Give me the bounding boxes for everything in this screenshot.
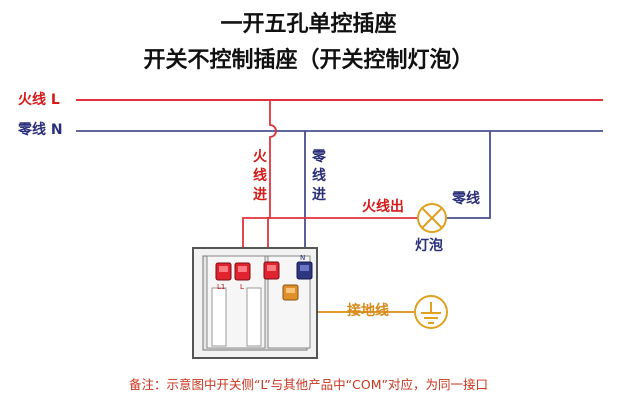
neutral-in-label: 零线进 [312,149,326,203]
ground-label: 接地线 [347,303,389,319]
neutral-wire-label: 零线 N [18,122,63,138]
terminal-l1 [215,262,232,281]
lamp-label: 灯泡 [415,238,443,254]
live-in-label: 火线进 [253,149,267,203]
terminal-socket-live [263,261,280,280]
lamp-icon [417,203,447,233]
terminal-ground [282,284,299,301]
live-out-label: 火线出 [362,199,404,215]
title-line-2: 开关不控制插座（开关控制灯泡） [143,48,474,73]
live-wire-label: 火线 L [18,92,60,108]
terminal-l-label: L [240,283,244,291]
terminal-l [234,262,251,281]
lamp-neutral-label: 零线 [452,191,480,207]
terminal-n [296,261,313,280]
live-drop-wire [242,100,277,262]
title-line-1: 一开五孔单控插座 [220,12,397,37]
terminal-l1-label: L1 [217,283,226,291]
footnote: 备注：示意图中开关侧“L”与其他产品中“COM”对应，为同一接口 [129,377,488,392]
ground-icon [414,295,448,329]
terminal-n-label: N [300,254,306,262]
lamp-neutral-wire [446,131,491,219]
